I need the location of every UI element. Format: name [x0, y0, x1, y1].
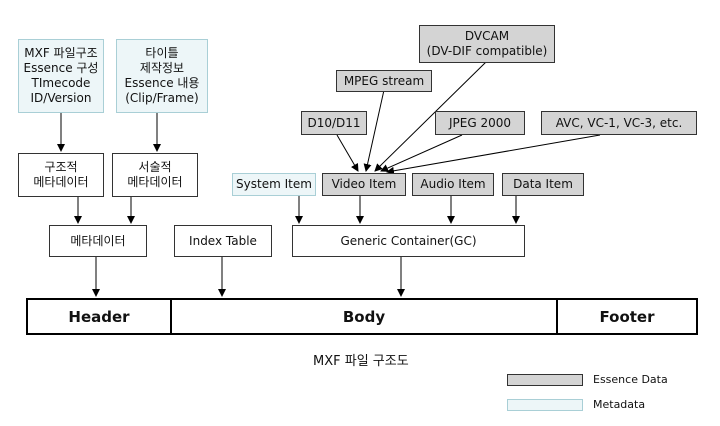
arrow-dvcam-to-video [374, 61, 487, 172]
avc-box: AVC, VC-1, VC-3, etc. [541, 111, 697, 135]
diagram-caption: MXF 파일 구조도 [313, 354, 409, 369]
body-segment: Body [172, 300, 558, 333]
descriptive-metadata-box: 서술적 메타데이터 [112, 153, 198, 197]
index-table-box: Index Table [174, 225, 272, 257]
arrow-jpeg-to-video [380, 134, 463, 172]
audio-item-box: Audio Item [412, 173, 494, 196]
d10-box: D10/D11 [301, 111, 367, 135]
jpeg2000-box: JPEG 2000 [435, 111, 525, 135]
dvcam-box: DVCAM (DV-DIF compatible) [419, 25, 555, 63]
mxf-file-bar: Header Body Footer [26, 298, 698, 335]
legend-metadata-swatch [507, 399, 583, 411]
arrow-mpeg-to-video [363, 89, 385, 172]
header-segment: Header [28, 300, 172, 333]
arrow-avc-to-video [386, 134, 601, 175]
legend-essence-label: Essence Data [593, 373, 668, 386]
system-item-box: System Item [232, 173, 316, 196]
data-item-box: Data Item [502, 173, 584, 196]
footer-segment: Footer [599, 307, 655, 326]
mpeg-stream-box: MPEG stream [336, 70, 432, 92]
arrow-d10-to-video [336, 134, 359, 172]
title-info-box: 타이틀 제작정보 Essence 내용 (Clip/Frame) [116, 39, 208, 113]
metadata-box: 메타데이터 [49, 225, 147, 257]
generic-container-box: Generic Container(GC) [292, 225, 525, 257]
mxf-structure-box: MXF 파일구조 Essence 구성 TImecode ID/Version [18, 39, 104, 113]
legend-metadata-label: Metadata [593, 398, 646, 411]
structural-metadata-box: 구조적 메타데이터 [18, 153, 104, 197]
video-item-box: Video Item [322, 173, 406, 196]
legend-essence-swatch [507, 374, 583, 386]
